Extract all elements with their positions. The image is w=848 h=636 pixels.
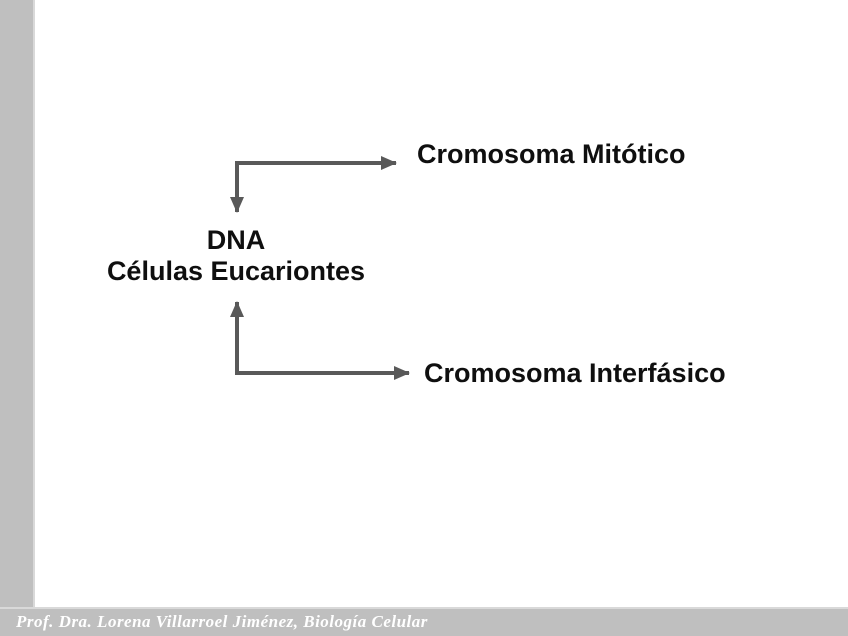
dna-node: DNA Células Eucariontes bbox=[36, 225, 436, 287]
label-cromosoma-interfasico: Cromosoma Interfásico bbox=[424, 358, 726, 388]
dna-node-line1: DNA bbox=[206, 225, 266, 255]
label-cromosoma-mitotico: Cromosoma Mitótico bbox=[417, 139, 686, 169]
footer-bar: Prof. Dra. Lorena Villarroel Jiménez, Bi… bbox=[0, 607, 848, 636]
arrow-to-mitotico bbox=[230, 156, 397, 213]
arrow-to-interfasico bbox=[230, 301, 410, 380]
left-accent-bar bbox=[0, 0, 35, 636]
dna-node-line2: Células Eucariontes bbox=[106, 256, 366, 286]
footer-credit-text: Prof. Dra. Lorena Villarroel Jiménez, Bi… bbox=[16, 612, 428, 631]
